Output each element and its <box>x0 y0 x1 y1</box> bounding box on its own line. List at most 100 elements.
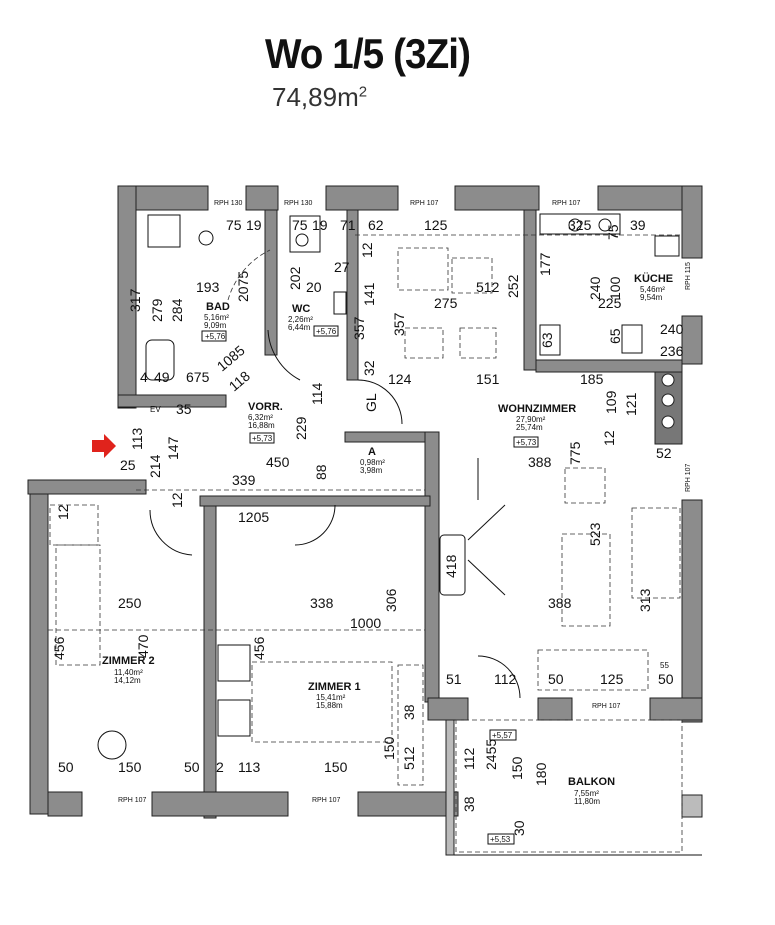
dimension-label: +5,53 <box>490 835 511 844</box>
bathtub <box>145 339 175 381</box>
dimension-label: 275 <box>434 295 458 311</box>
dimension-label: 2455 <box>483 739 499 770</box>
dimension-label: 338 <box>310 595 334 611</box>
dimension-label: 284 <box>169 298 185 322</box>
dimension-label: 150 <box>118 759 142 775</box>
dimension-label: RPH 107 <box>552 200 581 207</box>
dimension-label: 775 <box>567 441 583 465</box>
dimension-label: +5,76 <box>205 332 226 341</box>
dimension-label: +5,73 <box>516 438 537 447</box>
dimension-label: 38 <box>461 796 477 812</box>
wall-corridor-left <box>27 479 147 495</box>
dimension-label: 5,16m² <box>204 313 229 322</box>
dimension-label: 118 <box>226 368 254 395</box>
dimension-label: 50 <box>58 759 74 775</box>
dimension-label: RPH 130 <box>214 200 243 207</box>
dimension-label: 100 <box>607 276 623 300</box>
dimension-label: 49 <box>154 369 170 385</box>
dimension-label: 150 <box>509 756 525 780</box>
dimension-label: 456 <box>251 636 267 660</box>
dimension-label: 15,41m² <box>316 693 346 702</box>
dimension-label: 32 <box>361 360 377 376</box>
dimension-label: 50 <box>184 759 200 775</box>
wall-corridor-bottom <box>199 495 431 507</box>
dimension-label: 16,88m <box>248 421 275 430</box>
dimension-label: RPH 107 <box>118 797 147 804</box>
wall-top-4 <box>454 185 540 211</box>
dimension-label: 11,80m <box>574 797 600 806</box>
dimension-label: 193 <box>196 279 220 295</box>
room-labels: BAD 5,16m² 9,09m +5,76 WC 2,26m² 6,44m +… <box>102 272 673 845</box>
dimension-labels: 75 19 75 19 71 62 125 193 2075 202 20 27… <box>51 217 684 836</box>
dimension-label: RPH 107 <box>410 200 439 207</box>
dimension-label: 456 <box>51 636 67 660</box>
dimension-label: 51 <box>446 671 462 687</box>
dimension-label: +5,57 <box>492 731 513 740</box>
window-labels: RPH 130 RPH 130 RPH 107 RPH 107 RPH 115 … <box>118 200 692 804</box>
dimension-label: 4 <box>140 369 148 385</box>
balcony-post-left <box>445 719 455 856</box>
wall-bottom-1 <box>47 791 83 817</box>
dimension-label: +5,76 <box>316 327 337 336</box>
dimension-label: 229 <box>293 416 309 440</box>
balcony-post-right <box>681 794 703 818</box>
bath-basin <box>198 230 214 246</box>
wall-bottom-3 <box>357 791 459 817</box>
dimension-label: 27,90m² <box>516 415 546 424</box>
dimension-label: 5,46m² <box>640 285 665 294</box>
dimension-label: 523 <box>587 522 603 546</box>
wall-kitchen-bottom <box>535 359 683 373</box>
dimension-label: 39 <box>630 217 646 233</box>
room-wohn-name: WOHNZIMMER <box>498 403 576 415</box>
dimension-label: 65 <box>607 328 623 344</box>
wall-living-bottom-3 <box>649 697 703 721</box>
dimension-label: 19 <box>246 217 262 233</box>
dimension-label: 11,40m² <box>114 668 143 677</box>
entrance-arrow-icon <box>92 434 116 458</box>
dimension-label: RPH 130 <box>284 200 313 207</box>
dimension-label: 388 <box>548 595 572 611</box>
dimension-label: 12 <box>359 242 375 258</box>
wall-right-2 <box>681 315 703 365</box>
dimension-label: EV <box>150 405 161 414</box>
dimension-label: 50 <box>658 671 674 687</box>
dimension-label: 19 <box>312 217 328 233</box>
dimension-label: 388 <box>528 454 552 470</box>
bath-sink <box>147 214 181 248</box>
wall-living-bottom-1 <box>427 697 469 721</box>
dimension-label: 450 <box>266 454 290 470</box>
dimension-label: 30 <box>511 820 527 836</box>
dimension-label: 512 <box>401 746 417 770</box>
room-vorr-name: VORR. <box>248 401 283 413</box>
dimension-label: 125 <box>600 671 624 687</box>
dimension-label: 279 <box>149 298 165 322</box>
dimension-label: 185 <box>580 371 604 387</box>
dimension-label: 71 <box>340 217 356 233</box>
dimension-label: 1205 <box>238 509 269 525</box>
room-kueche-name: KÜCHE <box>634 272 673 285</box>
dimension-label: 109 <box>603 390 619 414</box>
dimension-label: 75 <box>226 217 242 233</box>
dimension-label: 124 <box>388 371 412 387</box>
wall-right-1 <box>681 185 703 259</box>
dimension-label: 150 <box>324 759 348 775</box>
dimension-label: 25,74m <box>516 423 543 432</box>
dimension-label: 14,12m <box>114 676 141 685</box>
dimension-label: 470 <box>135 634 151 658</box>
dimension-label: 2,26m² <box>288 315 313 324</box>
dimension-label: 250 <box>118 595 142 611</box>
wc-bowl <box>295 233 309 247</box>
dimension-label: 2075 <box>235 271 251 302</box>
dimension-label: 240 <box>587 276 603 300</box>
wall-bath-bottom <box>117 394 227 408</box>
room-zimmer2-name: ZIMMER 2 <box>102 655 155 667</box>
dimension-label: 150 <box>381 736 397 760</box>
wall-top-3 <box>325 185 399 211</box>
dimension-label: 15,88m <box>316 701 343 710</box>
wall-top-5 <box>597 185 685 211</box>
dimension-label: 357 <box>351 316 367 340</box>
dimension-label: 9,09m <box>204 321 227 330</box>
fixtures <box>48 213 702 856</box>
wall-z2-z1 <box>203 505 217 819</box>
walls <box>27 185 703 856</box>
